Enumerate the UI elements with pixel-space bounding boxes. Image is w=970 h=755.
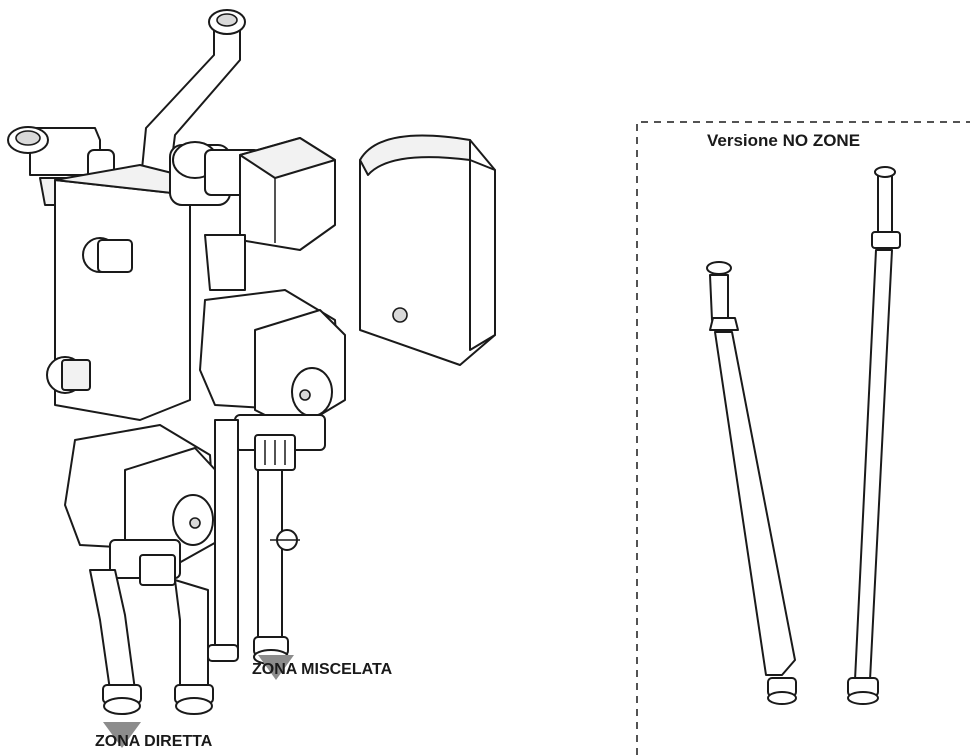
mixing-valve [169,137,336,291]
no-zone-section [636,121,970,755]
pump-direct-zone [64,424,221,586]
control-box [359,134,496,366]
no-zone-version-label: Versione NO ZONE [707,131,861,150]
no-zone-pipe-long [847,166,901,705]
no-zone-dashed-border [636,121,970,755]
arrow-down-direct-zone [103,722,141,748]
outlet-pipes [89,419,300,715]
hydraulic-assembly [7,9,346,715]
hydraulic-separator [46,164,201,421]
arrow-down-mixed-zone [258,655,294,680]
direct-zone-label: ZONA DIRETTA [95,733,213,750]
mixed-zone-label: ZONA MISCELATA [252,661,393,678]
no-zone-pipe-short [706,261,797,705]
pump-mixed-zone [199,289,346,471]
